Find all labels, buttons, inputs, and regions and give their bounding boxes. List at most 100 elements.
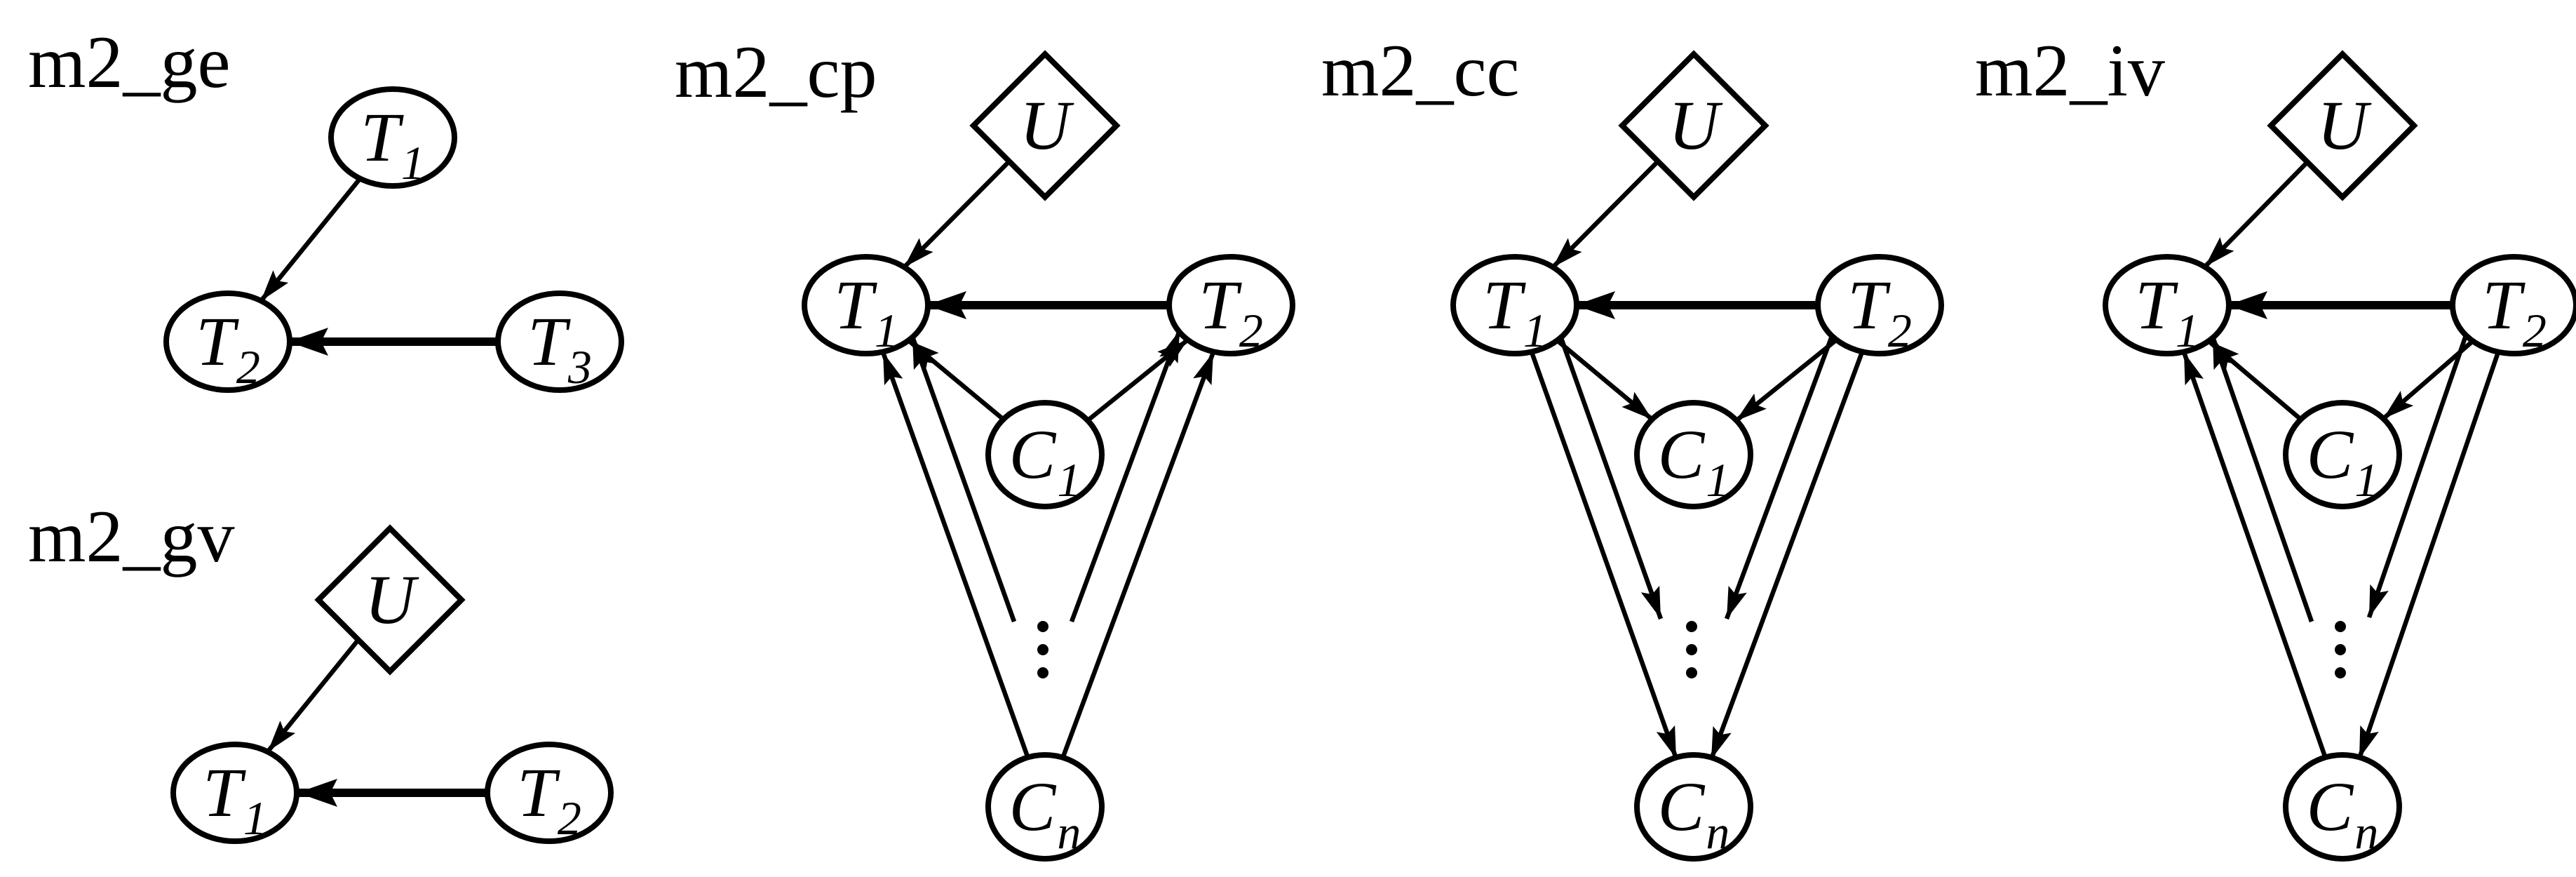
edge-T1-to-T2	[259, 177, 362, 303]
node-label-U: U	[1020, 86, 1074, 164]
ellipse-shape	[1450, 254, 1579, 356]
node-label-C1: C1	[2307, 415, 2379, 507]
node-label-T2: T2	[1199, 266, 1263, 357]
edge-U-to-T1	[1551, 159, 1661, 269]
ellipse-shape	[985, 752, 1105, 862]
edge-Cn-to-T1	[880, 351, 1031, 760]
ellipse-shape	[1634, 400, 1753, 509]
node-label-U: U	[365, 561, 419, 638]
ellipse-shape	[802, 254, 931, 356]
node-label-T1: T1	[360, 98, 425, 189]
ellipse-shape	[485, 742, 614, 844]
node-m2_iv-Cn: Cn	[2283, 752, 2402, 862]
edge-Cn-to-T1	[2181, 351, 2328, 760]
edge-T1-to-C1	[1555, 338, 1654, 422]
diamond-shape	[1618, 50, 1769, 201]
edge-C1-to-T1	[2206, 339, 2303, 422]
node-label-C1: C1	[1658, 415, 1730, 507]
node-label-T2: T2	[517, 754, 581, 845]
node-m2_ge-T2: T2	[163, 290, 292, 394]
node-m2_cc-C1: C1	[1634, 400, 1753, 509]
node-m2_cc-T2: T2	[1815, 254, 1944, 357]
ellipse-shape	[163, 290, 292, 393]
node-label-T1: T1	[834, 266, 898, 357]
node-label-U: U	[2317, 86, 2372, 164]
panel-title-m2_gv: m2_gv	[28, 495, 234, 577]
node-label-T3: T3	[527, 302, 592, 394]
node-label-Cn: Cn	[1658, 768, 1730, 859]
panel-title-m2_cc: m2_cc	[1321, 29, 1520, 112]
edge-T1-to-Cn	[1529, 351, 1679, 760]
edge-C1-to-T1	[906, 338, 1006, 422]
node-m2_ge-T1: T1	[328, 86, 457, 189]
ellipsis-dot	[1037, 621, 1048, 632]
panel-title-m2_iv: m2_iv	[1975, 29, 2165, 112]
node-m2_gv-T1: T1	[170, 742, 299, 845]
ellipsis-dot	[1686, 644, 1697, 655]
node-m2_iv-T1: T1	[2103, 254, 2232, 357]
panel-title-m2_ge: m2_ge	[28, 21, 231, 103]
ellipse-shape	[1815, 254, 1944, 356]
edge-dots-to-T1	[910, 335, 1017, 623]
node-m2_cc-T1: T1	[1450, 254, 1579, 357]
node-label-Cn: Cn	[2307, 768, 2379, 859]
node-m2_cc-Cn: Cn	[1634, 752, 1753, 862]
ellipse-shape	[1166, 254, 1295, 356]
ellipse-shape	[2103, 254, 2232, 356]
edge-dots-to-T2	[1069, 329, 1182, 623]
node-label-U: U	[1668, 86, 1723, 164]
ellipse-shape	[2450, 254, 2576, 356]
ellipsis-dot	[2335, 621, 2346, 632]
panel-title-m2_cp: m2_cp	[675, 31, 877, 113]
ellipsis-dot	[1686, 667, 1697, 678]
node-label-T1: T1	[2135, 266, 2199, 357]
node-label-T2: T2	[2482, 266, 2547, 357]
ellipse-shape	[495, 290, 624, 393]
node-m2_gv-U: U	[314, 524, 466, 676]
ellipse-shape	[170, 742, 299, 844]
panel-m2_gv: U T1 T2 m2_gv	[28, 495, 614, 845]
node-label-T1: T1	[203, 754, 267, 845]
node-label-Cn: Cn	[1009, 768, 1081, 859]
edge-T1-to-dots	[1558, 335, 1664, 620]
edge-U-to-T1	[2203, 159, 2310, 269]
edge-T2-to-Cn	[2356, 351, 2501, 760]
ellipsis-dot	[2335, 667, 2346, 678]
ellipsis-dot	[1037, 667, 1048, 678]
node-label-T2: T2	[1847, 266, 1912, 357]
ellipse-shape	[2283, 752, 2402, 862]
node-m2_cp-T1: T1	[802, 254, 931, 357]
node-m2_cc-U: U	[1618, 50, 1769, 201]
ellipse-shape	[985, 400, 1105, 509]
edge-T2-to-dots	[2366, 334, 2469, 619]
node-label-C1: C1	[1009, 415, 1081, 507]
node-label-T2: T2	[196, 302, 260, 394]
node-m2_iv-U: U	[2267, 50, 2418, 201]
node-m2_cp-C1: C1	[985, 400, 1105, 509]
ellipsis-dot	[2335, 644, 2346, 655]
node-m2_ge-T3: T3	[495, 290, 624, 394]
ellipsis-dot	[1037, 644, 1048, 655]
node-m2_cp-U: U	[969, 50, 1121, 201]
node-m2_iv-C1: C1	[2283, 400, 2402, 509]
edge-dots-to-T1	[2210, 335, 2314, 623]
diamond-shape	[2267, 50, 2418, 201]
node-m2_cp-T2: T2	[1166, 254, 1295, 357]
ellipse-shape	[1634, 752, 1753, 862]
edge-T2-to-C1	[1734, 337, 1839, 423]
edge-T2-to-dots	[1724, 335, 1835, 620]
node-label-T1: T1	[1483, 266, 1547, 357]
ellipse-shape	[328, 86, 457, 189]
ellipsis-dot	[1686, 621, 1697, 632]
edge-U-to-T1	[902, 159, 1012, 269]
node-m2_cp-Cn: Cn	[985, 752, 1105, 862]
node-m2_iv-T2: T2	[2450, 254, 2576, 357]
diamond-shape	[314, 524, 466, 676]
